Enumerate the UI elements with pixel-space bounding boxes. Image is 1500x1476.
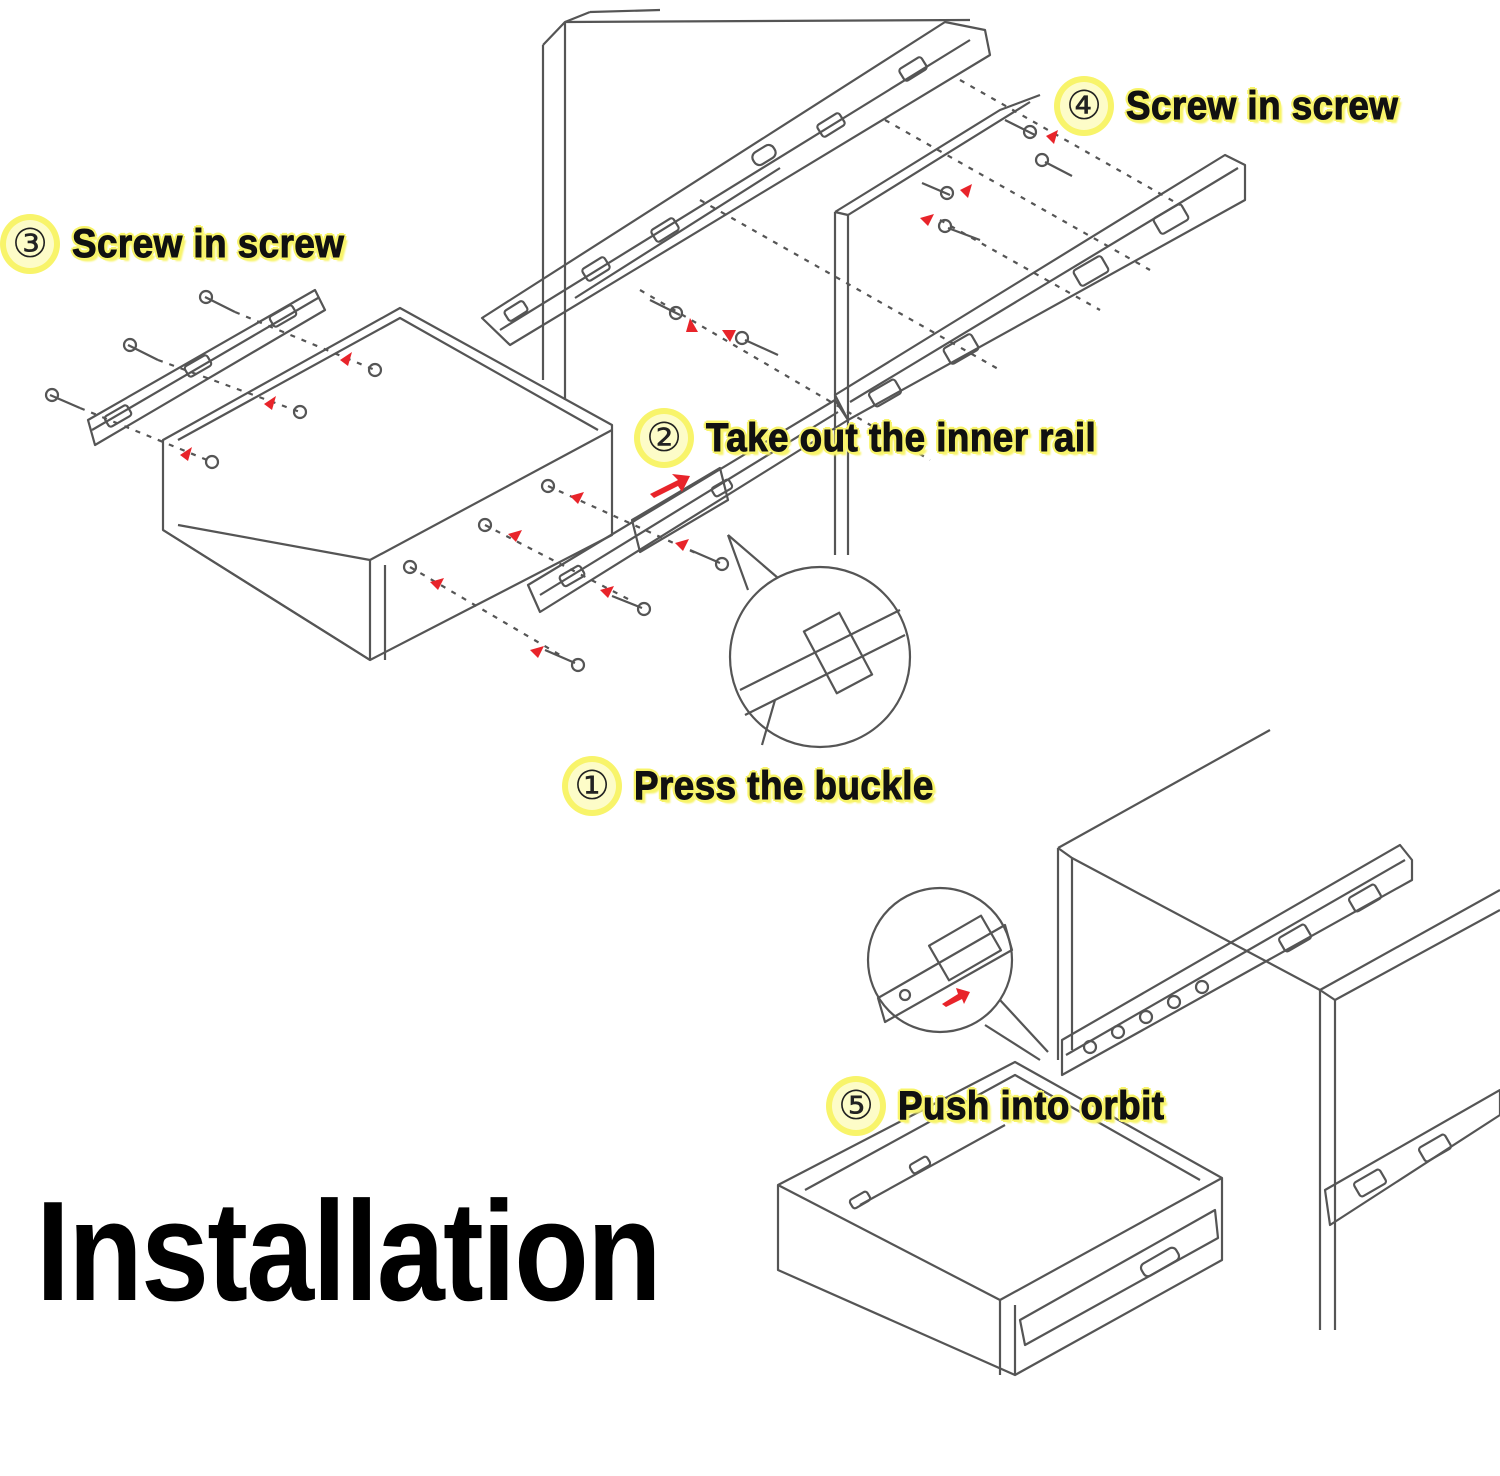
step-1-label: Press the buckle: [634, 763, 934, 808]
step-4-label: Screw in screw: [1126, 83, 1399, 128]
step-3: ③ Screw in screw: [6, 220, 368, 268]
step-4: ④ Screw in screw: [1060, 82, 1422, 130]
page-title: Installation: [36, 1172, 662, 1331]
screw-guides-top: [639, 79, 1181, 461]
drawer-bottom: [776, 1060, 1224, 1377]
step-3-number: ③: [6, 220, 54, 268]
step-5-number: ⑤: [832, 1082, 880, 1130]
cabinet-bottom: [1056, 729, 1500, 1330]
magnifier-buckle: [726, 534, 912, 749]
step-4-number: ④: [1060, 82, 1108, 130]
drawer-top: [161, 306, 614, 662]
rail-bottom: [1060, 843, 1500, 1227]
step-2-number: ②: [640, 414, 688, 462]
cabinet-top: [541, 8, 1041, 555]
screws-right-drawer: [544, 548, 730, 673]
screws-top: [649, 119, 1073, 357]
step-1-number: ①: [568, 762, 616, 810]
magnifier-orbit: [866, 886, 1049, 1061]
step-3-label: Screw in screw: [72, 221, 345, 266]
step-5: ⑤ Push into orbit: [832, 1082, 1188, 1130]
rail-middle: [526, 398, 850, 614]
step-2-label: Take out the inner rail: [706, 415, 1097, 460]
step-1: ① Press the buckle: [568, 762, 960, 810]
step-5-label: Push into orbit: [898, 1083, 1165, 1128]
rail-front: [833, 153, 1247, 422]
red-marks: [180, 130, 1058, 1007]
step-2: ② Take out the inner rail: [640, 414, 1130, 462]
screw-guides-left: [79, 310, 701, 656]
rail-left: [44, 288, 327, 447]
rail-back: [480, 20, 992, 347]
